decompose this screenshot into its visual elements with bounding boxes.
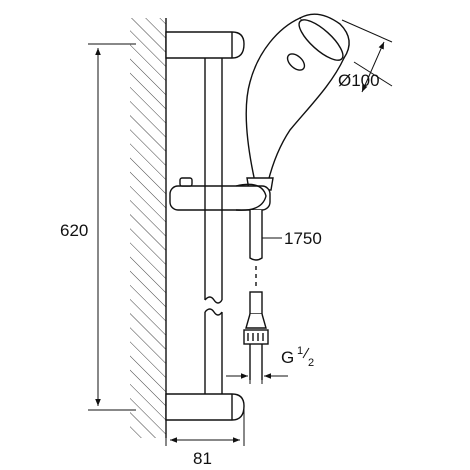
- rail-slider-holder: [169, 177, 271, 211]
- diameter-label: Ø100: [338, 71, 380, 90]
- height-dimension: [88, 43, 136, 411]
- wall-hatching: [130, 18, 167, 438]
- diameter-dimension: [341, 19, 393, 93]
- thread-fraction-bar: [302, 347, 310, 359]
- hose-length-label: 1750: [284, 229, 322, 248]
- thread-den: 2: [308, 357, 314, 369]
- depth-label: 81: [193, 449, 212, 468]
- lower-wall-bracket: [165, 393, 245, 421]
- depth-dimension: [165, 404, 245, 446]
- shower-hose: [243, 210, 269, 380]
- thread-label: G: [281, 348, 294, 367]
- hand-shower-head: [245, 13, 350, 191]
- thread-prefix: G: [281, 348, 294, 367]
- thread-num: 1: [297, 345, 303, 357]
- height-label: 620: [60, 221, 88, 240]
- shower-rail: [204, 58, 223, 394]
- thread-dimension: [226, 373, 288, 384]
- upper-wall-bracket: [165, 31, 245, 59]
